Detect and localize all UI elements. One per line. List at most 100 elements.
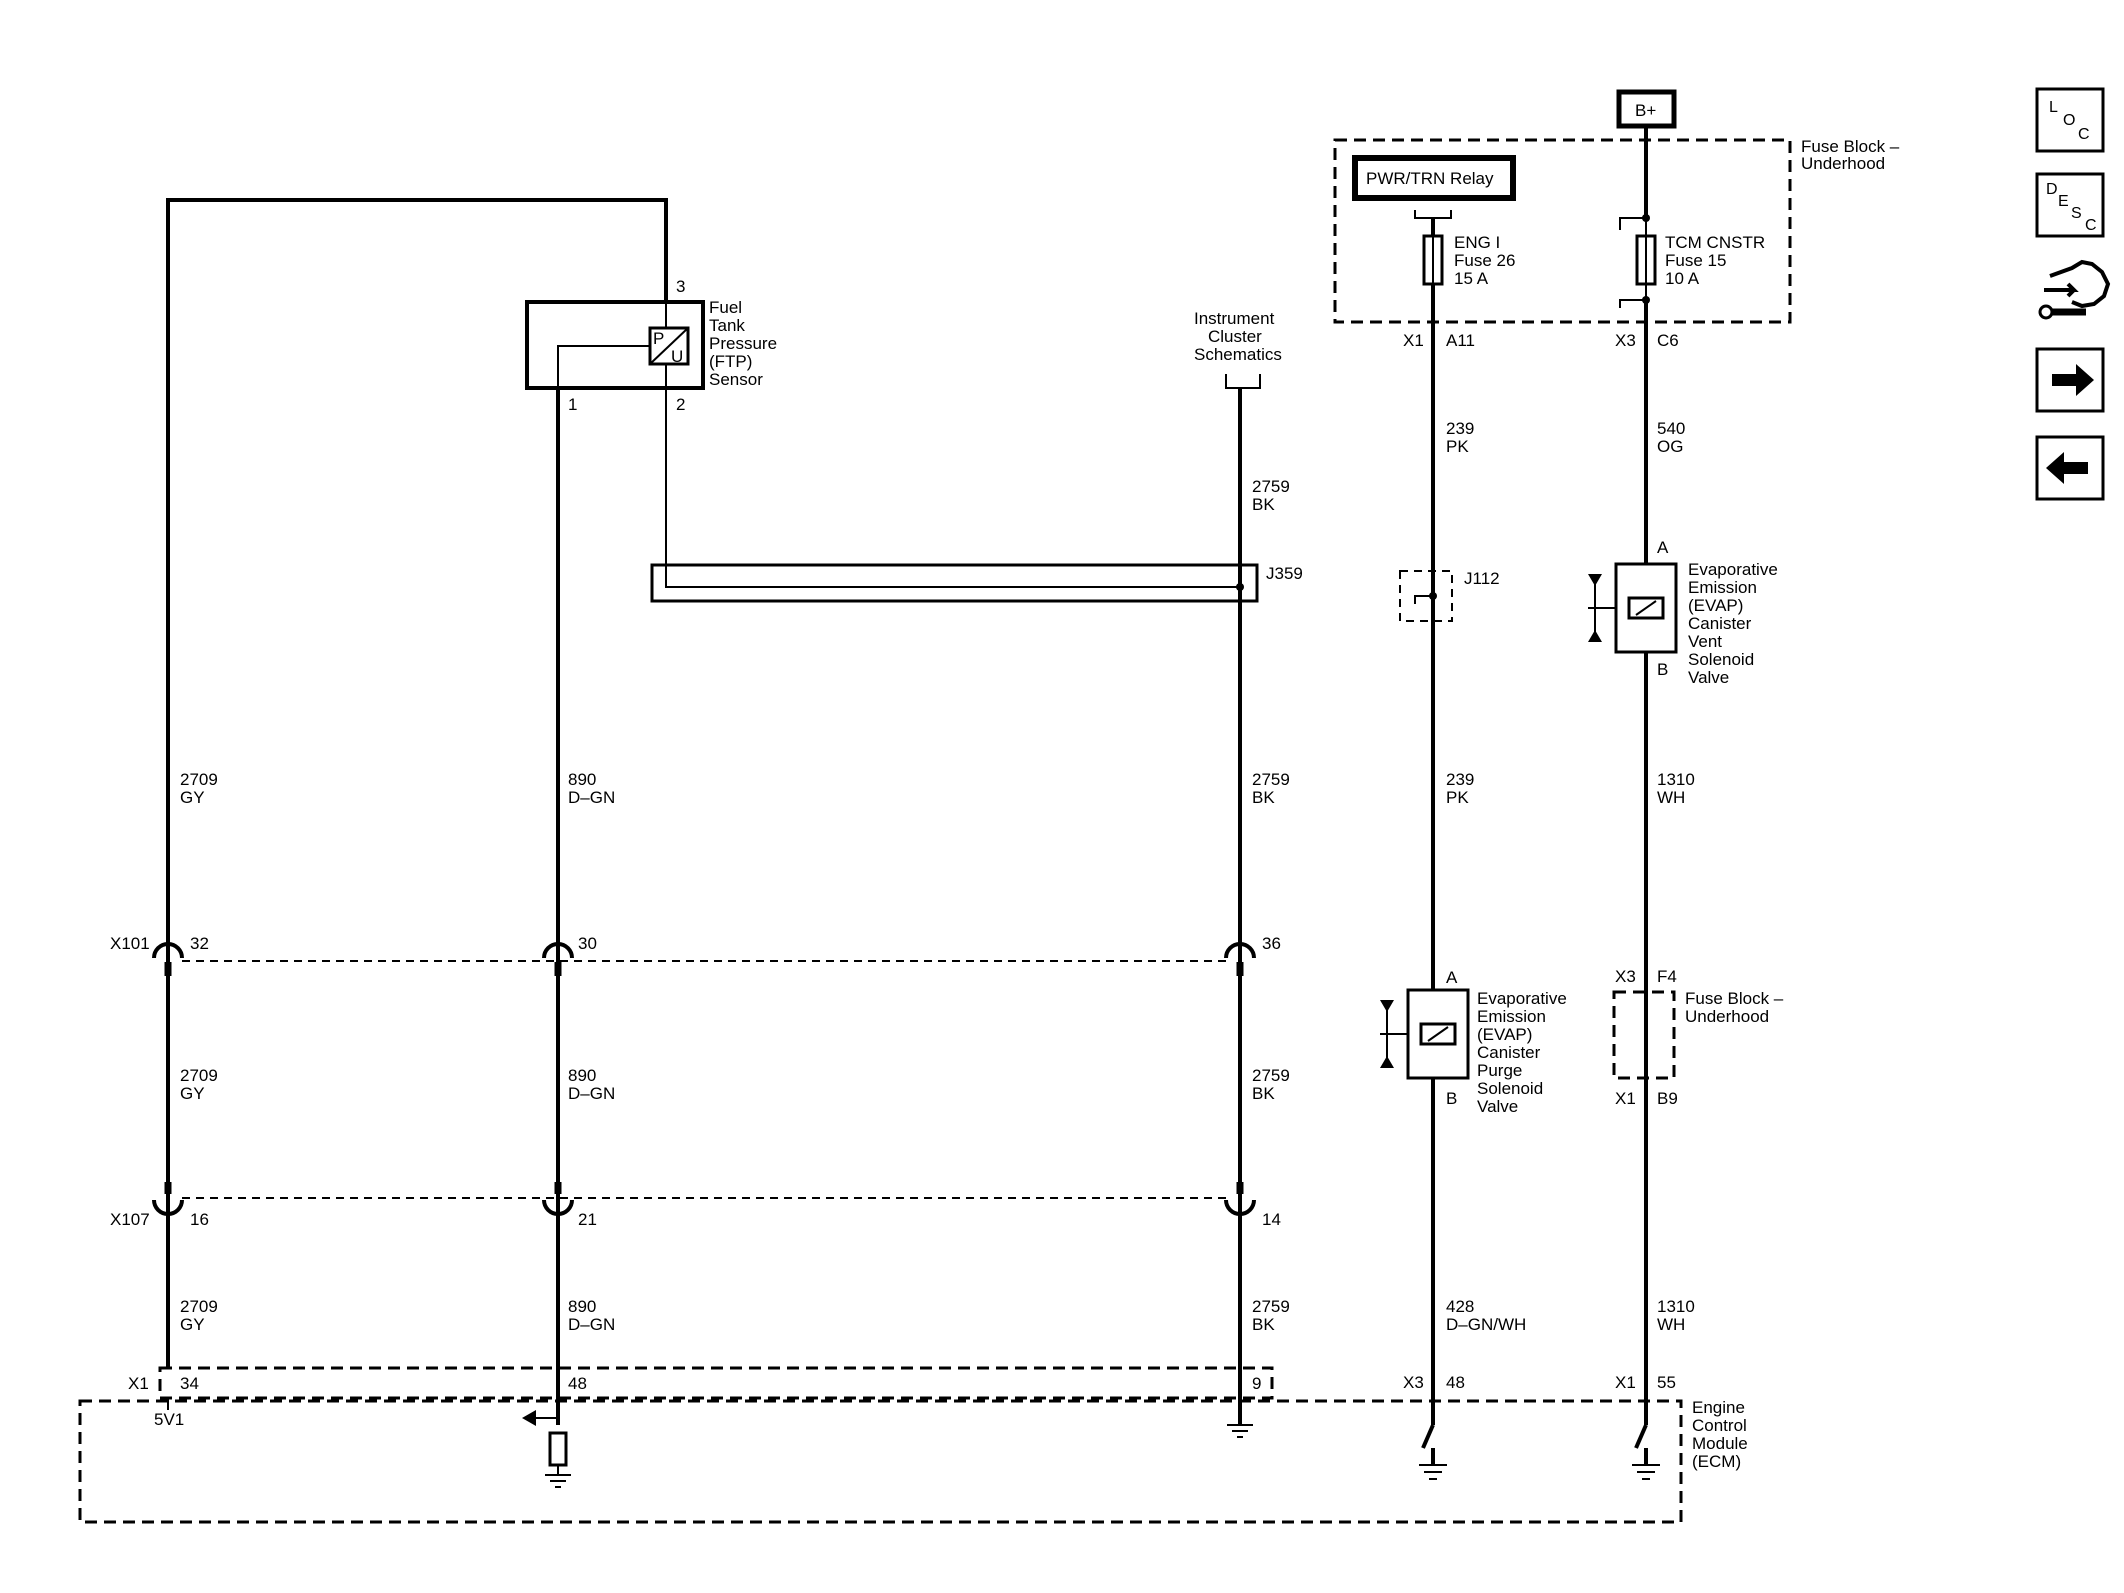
connector-x107: X107 16 21 14 bbox=[110, 1182, 1281, 1229]
svg-text:Fuse 15: Fuse 15 bbox=[1665, 251, 1726, 270]
svg-text:Canister: Canister bbox=[1477, 1043, 1541, 1062]
evap-purge-solenoid-valve: A B Evaporative Emission (EVAP) Canister… bbox=[1380, 968, 1567, 1116]
svg-text:WH: WH bbox=[1657, 788, 1685, 807]
pull-resistor bbox=[548, 1431, 568, 1467]
ref-5v1: 5V1 bbox=[154, 1410, 184, 1429]
svg-text:890: 890 bbox=[568, 1297, 596, 1316]
splice-j112-box bbox=[1399, 570, 1453, 622]
svg-text:Evaporative: Evaporative bbox=[1477, 989, 1567, 1008]
fuse-tcm-cnstr: TCM CNSTR Fuse 15 10 A bbox=[1635, 218, 1765, 302]
pwr-trn-relay: PWR/TRN Relay bbox=[1352, 155, 1516, 201]
repair-tools-icon[interactable] bbox=[2038, 259, 2111, 320]
svg-text:1: 1 bbox=[568, 395, 577, 414]
svg-text:X1: X1 bbox=[128, 1374, 149, 1393]
desc-letter-e: E bbox=[2058, 193, 2069, 210]
svg-text:Pressure: Pressure bbox=[709, 334, 777, 353]
svg-text:X3: X3 bbox=[1403, 1373, 1424, 1392]
svg-text:Tank: Tank bbox=[709, 316, 745, 335]
svg-text:2709: 2709 bbox=[180, 770, 218, 789]
svg-text:D–GN: D–GN bbox=[568, 788, 615, 807]
svg-text:X107: X107 bbox=[110, 1210, 150, 1229]
svg-text:GY: GY bbox=[180, 1315, 205, 1334]
circuit-2709-5v-reference bbox=[166, 198, 668, 1368]
desc-letter-d: D bbox=[2046, 181, 2058, 198]
loc-letter-l: L bbox=[2049, 99, 2058, 116]
ecm-connector-x1 bbox=[158, 1366, 1274, 1400]
splice-j112-label: J112 bbox=[1464, 569, 1500, 588]
loc-letter-o: O bbox=[2063, 112, 2075, 129]
svg-text:890: 890 bbox=[568, 770, 596, 789]
svg-text:GY: GY bbox=[180, 788, 205, 807]
fuse-block-top-line1: Fuse Block – bbox=[1801, 137, 1900, 156]
svg-text:D–GN: D–GN bbox=[568, 1315, 615, 1334]
fuse-eng-i: ENG I Fuse 26 15 A bbox=[1422, 233, 1515, 288]
svg-text:890: 890 bbox=[568, 1066, 596, 1085]
loc-letter-c: C bbox=[2078, 126, 2090, 143]
desc-button[interactable]: D E S C bbox=[2035, 172, 2105, 238]
svg-text:Sensor: Sensor bbox=[709, 370, 763, 389]
svg-text:BK: BK bbox=[1252, 1084, 1275, 1103]
svg-text:PK: PK bbox=[1446, 788, 1469, 807]
battery-positive: B+ bbox=[1616, 89, 1677, 129]
svg-text:428: 428 bbox=[1446, 1297, 1474, 1316]
loc-button[interactable]: L O C bbox=[2035, 87, 2105, 153]
fuse-block-underhood-mid bbox=[1612, 990, 1676, 1080]
svg-text:2759: 2759 bbox=[1252, 1066, 1290, 1085]
svg-text:Canister: Canister bbox=[1688, 614, 1752, 633]
ground-icon bbox=[545, 1474, 571, 1488]
svg-text:Emission: Emission bbox=[1477, 1007, 1546, 1026]
relay-contact bbox=[1414, 210, 1452, 219]
svg-text:(ECM): (ECM) bbox=[1692, 1452, 1741, 1471]
svg-text:9: 9 bbox=[1252, 1374, 1261, 1393]
svg-text:PK: PK bbox=[1446, 437, 1469, 456]
svg-text:A: A bbox=[1657, 538, 1669, 557]
connector-x101: X101 32 30 36 bbox=[110, 934, 1281, 976]
svg-text:A: A bbox=[1446, 968, 1458, 987]
conn-a11-label: A11 bbox=[1446, 331, 1475, 350]
svg-text:15 A: 15 A bbox=[1454, 269, 1489, 288]
svg-text:ENG I: ENG I bbox=[1454, 233, 1500, 252]
svg-text:BK: BK bbox=[1252, 788, 1275, 807]
svg-text:16: 16 bbox=[190, 1210, 209, 1229]
svg-text:Solenoid: Solenoid bbox=[1688, 650, 1754, 669]
svg-text:2759: 2759 bbox=[1252, 477, 1290, 496]
fuse-block-underhood-top bbox=[1333, 138, 1792, 324]
svg-text:B: B bbox=[1446, 1089, 1457, 1108]
svg-text:48: 48 bbox=[568, 1374, 587, 1393]
arrow-left-icon bbox=[2046, 452, 2088, 484]
svg-text:Valve: Valve bbox=[1477, 1097, 1518, 1116]
svg-text:Cluster: Cluster bbox=[1208, 327, 1262, 346]
svg-text:PWR/TRN Relay: PWR/TRN Relay bbox=[1366, 169, 1494, 188]
svg-text:2709: 2709 bbox=[180, 1066, 218, 1085]
svg-text:B+: B+ bbox=[1635, 101, 1656, 120]
svg-text:Valve: Valve bbox=[1688, 668, 1729, 687]
svg-text:3: 3 bbox=[676, 277, 685, 296]
svg-text:TCM CNSTR: TCM CNSTR bbox=[1665, 233, 1765, 252]
svg-text:F4: F4 bbox=[1657, 967, 1677, 986]
svg-text:540: 540 bbox=[1657, 419, 1685, 438]
svg-text:(EVAP): (EVAP) bbox=[1477, 1025, 1532, 1044]
svg-text:2759: 2759 bbox=[1252, 770, 1290, 789]
ground-icon bbox=[1419, 1464, 1447, 1480]
ftp-sensor: P U Fuel Tank Pressure (FTP) Sensor 1 2 bbox=[525, 298, 777, 414]
svg-text:36: 36 bbox=[1262, 934, 1281, 953]
svg-text:X101: X101 bbox=[110, 934, 150, 953]
svg-text:GY: GY bbox=[180, 1084, 205, 1103]
svg-text:BK: BK bbox=[1252, 1315, 1275, 1334]
svg-text:2: 2 bbox=[676, 395, 685, 414]
svg-text:Module: Module bbox=[1692, 1434, 1748, 1453]
svg-text:Fuse 26: Fuse 26 bbox=[1454, 251, 1515, 270]
conn-x3-label: X3 bbox=[1615, 331, 1636, 350]
back-arrow-button[interactable] bbox=[2035, 435, 2105, 501]
svg-text:X1: X1 bbox=[1615, 1089, 1636, 1108]
svg-text:Schematics: Schematics bbox=[1194, 345, 1282, 364]
svg-text:48: 48 bbox=[1446, 1373, 1465, 1392]
svg-text:239: 239 bbox=[1446, 770, 1474, 789]
svg-text:BK: BK bbox=[1252, 495, 1275, 514]
svg-text:2759: 2759 bbox=[1252, 1297, 1290, 1316]
fuse-block-top-line2: Underhood bbox=[1801, 154, 1885, 173]
next-arrow-button[interactable] bbox=[2035, 347, 2105, 413]
svg-text:Control: Control bbox=[1692, 1416, 1747, 1435]
circuit-low-ref-to-j359 bbox=[665, 388, 1240, 588]
svg-text:D–GN: D–GN bbox=[568, 1084, 615, 1103]
